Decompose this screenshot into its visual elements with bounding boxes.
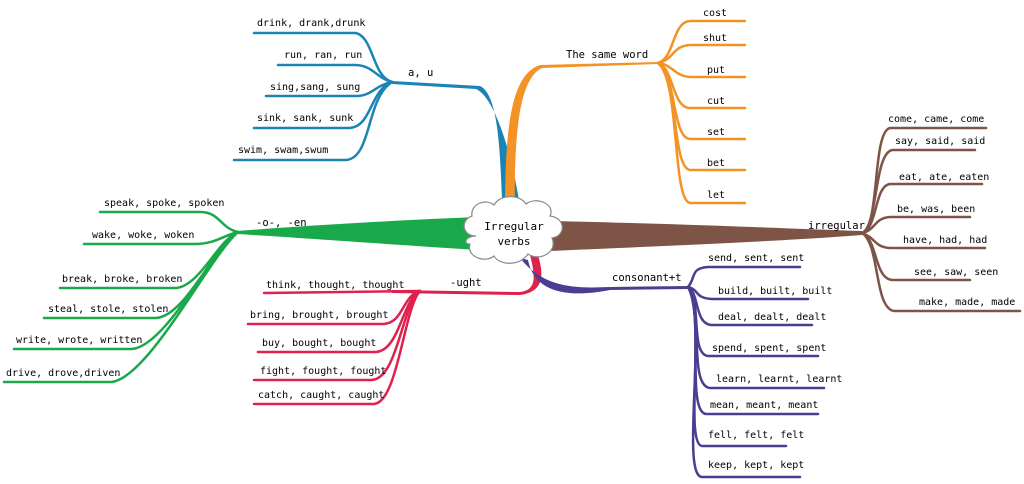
branch-oen-label: -o-, -en bbox=[256, 217, 307, 229]
connector-cons-7 bbox=[686, 285, 788, 448]
connector-cons-5 bbox=[686, 285, 826, 390]
verb-oen-5: write, wrote, written bbox=[16, 335, 142, 346]
connector-au-4 bbox=[252, 80, 394, 130]
branch-ught-label: -ught bbox=[450, 277, 482, 289]
verb-ught-1: think, thought, thought bbox=[266, 280, 404, 291]
connector-oen-1 bbox=[98, 210, 240, 234]
verb-cons-7: fell, felt, felt bbox=[708, 430, 804, 441]
verb-au-1: drink, drank,drunk bbox=[257, 18, 365, 29]
verb-oen-2: wake, woke, woken bbox=[92, 230, 194, 241]
branch-same bbox=[656, 19, 747, 205]
verb-same-4: cut bbox=[707, 96, 725, 107]
verb-same-2: shut bbox=[703, 33, 727, 44]
verb-irregular-2: say, said, said bbox=[895, 136, 985, 147]
verb-cons-4: spend, spent, spent bbox=[712, 343, 826, 354]
verb-au-3: sing,sang, sung bbox=[270, 82, 360, 93]
verb-au-4: sink, sank, sunk bbox=[257, 113, 353, 124]
verb-ught-2: bring, brought, brought bbox=[250, 310, 388, 321]
branch-same-label: The same word bbox=[566, 49, 648, 61]
central-label-line1: Irregular bbox=[484, 220, 544, 233]
verb-au-2: run, ran, run bbox=[284, 50, 362, 61]
connector-irregular-2 bbox=[860, 148, 977, 235]
verb-same-3: put bbox=[707, 65, 725, 76]
connector-irregular-4 bbox=[860, 215, 972, 235]
branch-same-trunk bbox=[505, 62, 658, 220]
branch-irregular bbox=[860, 126, 1022, 313]
verb-irregular-1: come, came, come bbox=[888, 114, 984, 125]
branch-cons-label: consonant+t bbox=[612, 272, 682, 284]
verb-cons-2: build, built, built bbox=[718, 286, 832, 297]
connector-ught-5 bbox=[252, 289, 422, 406]
connector-ught-1 bbox=[262, 289, 422, 295]
branch-irregular-trunk bbox=[550, 221, 862, 251]
central-node: Irregular verbs bbox=[463, 196, 563, 264]
verb-cons-8: keep, kept, kept bbox=[708, 460, 804, 471]
verb-same-6: bet bbox=[707, 158, 725, 169]
verb-cons-5: learn, learnt, learnt bbox=[716, 374, 842, 385]
verb-cons-6: mean, meant, meant bbox=[710, 400, 818, 411]
verb-oen-1: speak, spoke, spoken bbox=[104, 198, 224, 209]
connector-cons-1 bbox=[686, 265, 802, 289]
connector-ught-2 bbox=[246, 289, 422, 326]
verb-au-5: swim, swam,swum bbox=[238, 145, 328, 156]
verb-oen-3: break, broke, broken bbox=[62, 274, 182, 285]
connector-au-2 bbox=[276, 63, 394, 84]
verb-oen-6: drive, drove,driven bbox=[6, 368, 120, 379]
connector-oen-6 bbox=[2, 230, 240, 384]
branch-au bbox=[232, 31, 394, 162]
connector-same-3 bbox=[656, 61, 747, 79]
verb-ught-5: catch, caught, caught bbox=[258, 390, 384, 401]
central-label-line2: verbs bbox=[497, 235, 530, 248]
verb-same-5: set bbox=[707, 127, 725, 138]
branch-oen bbox=[2, 210, 240, 384]
connector-oen-5 bbox=[12, 230, 240, 351]
verb-irregular-7: make, made, made bbox=[919, 297, 1015, 308]
connector-same-7 bbox=[656, 61, 747, 205]
verb-irregular-6: see, saw, seen bbox=[914, 267, 998, 278]
verb-ught-4: fight, fought, fought bbox=[260, 366, 386, 377]
verb-same-1: cost bbox=[703, 8, 727, 19]
verb-irregular-3: eat, ate, eaten bbox=[899, 172, 989, 183]
cloud-shape bbox=[463, 196, 563, 264]
verb-ught-3: buy, bought, bought bbox=[262, 338, 376, 349]
branch-irregular-label: irregular bbox=[808, 220, 865, 232]
connector-cons-8 bbox=[686, 285, 802, 479]
connector-same-2 bbox=[656, 43, 747, 65]
connector-ught-4 bbox=[252, 289, 422, 382]
branch-au-label: a, u bbox=[408, 67, 433, 79]
verb-irregular-4: be, was, been bbox=[897, 204, 975, 215]
branch-cons bbox=[686, 265, 826, 479]
connector-irregular-7 bbox=[860, 231, 1022, 313]
verb-same-7: let bbox=[707, 190, 725, 201]
verb-oen-4: steal, stole, stolen bbox=[48, 304, 168, 315]
verb-cons-1: send, sent, sent bbox=[708, 253, 804, 264]
branch-ught bbox=[246, 289, 422, 406]
verb-irregular-5: have, had, had bbox=[903, 235, 987, 246]
verb-cons-3: deal, dealt, dealt bbox=[718, 312, 826, 323]
connector-au-5 bbox=[232, 80, 394, 162]
branch-oen-trunk bbox=[238, 217, 478, 250]
